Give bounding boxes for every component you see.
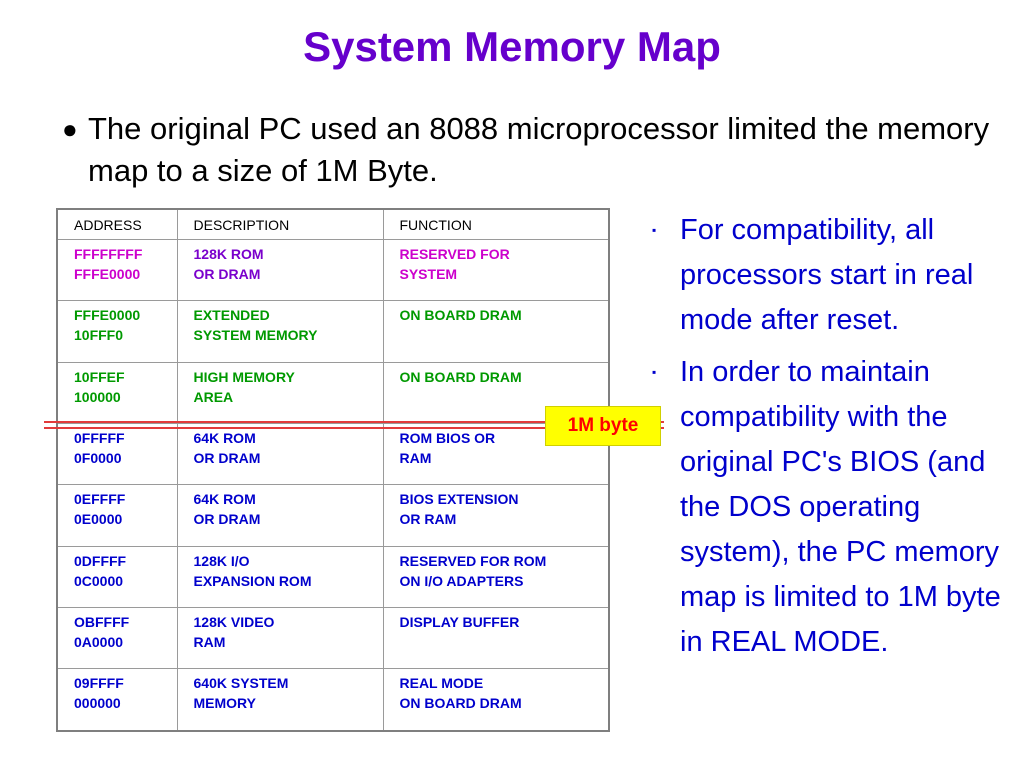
side-note-text: For compatibility, all processors start … [680, 214, 974, 336]
function-cell-line: ROM BIOS OR [399, 430, 496, 447]
address-cell: 0EFFFF 0E0000 [56, 484, 178, 547]
side-note-item: ▪ For compatibility, all processors star… [652, 208, 1012, 343]
function-cell-line: OR RAM [399, 511, 457, 528]
address-cell-line: 0C0000 [74, 572, 124, 589]
description-cell-line: AREA [193, 388, 234, 405]
description-cell-line: MEMORY [193, 695, 256, 712]
description-cell-line: EXPANSION ROM [193, 572, 312, 589]
description-cell: 640K SYSTEM MEMORY [176, 668, 384, 732]
function-cell: BIOS EXTENSION OR RAM [382, 484, 610, 547]
table-row: 10FFEF 100000 HIGH MEMORY AREA ON BOARD DRAM [56, 361, 610, 425]
function-cell-line: RAM [399, 450, 432, 467]
header-address: ADDRESS [56, 208, 178, 240]
bullet-dot-icon: ● [62, 114, 78, 144]
function-cell-line: SYSTEM [399, 266, 458, 282]
function-cell: RESERVED FOR SYSTEM [382, 238, 610, 302]
description-cell-line: OR DRAM [193, 511, 261, 528]
table-row: FFFE0000 10FFF0 EXTENDED SYSTEM MEMORY ON BO… [56, 300, 610, 363]
function-cell-line: DISPLAY BUFFER [399, 614, 520, 631]
intro-bullet: ● The original PC used an 8088 microproc… [62, 108, 992, 192]
function-cell: ON BOARD DRAM [382, 300, 610, 363]
description-cell-line: OR DRAM [193, 450, 261, 467]
description-cell: 64K ROM OR DRAM [176, 423, 384, 486]
intro-bullet-text: The original PC used an 8088 microproces… [88, 111, 990, 188]
address-cell-line: 10FFF0 [74, 327, 124, 344]
function-cell-line [400, 387, 609, 407]
address-cell-line: FFFE0000 [74, 307, 141, 324]
address-cell: FFFFFFFF FFFE0000 [56, 238, 178, 302]
address-cell-line: 000000 [74, 695, 121, 712]
function-cell-line [400, 325, 609, 345]
description-cell: HIGH MEMORY AREA [176, 361, 384, 425]
description-cell: 64K ROM OR DRAM [176, 484, 384, 547]
description-cell-line: EXTENDED [193, 307, 270, 324]
address-cell: FFFE0000 10FFF0 [56, 300, 178, 363]
table-header-row: ADDRESS DESCRIPTION FUNCTION [56, 208, 610, 240]
address-cell-line: FFFFFFFF [74, 246, 143, 262]
address-cell: 09FFFF 000000 [56, 668, 178, 732]
table-row: OBFFFF 0A0000 128K VIDEO RAM DISPLAY BUFFER [56, 607, 610, 670]
function-cell-line: REAL MODE [399, 675, 484, 692]
address-cell-line: 0EFFFF [74, 491, 126, 508]
function-cell: DISPLAY BUFFER [382, 607, 610, 670]
slide-title: System Memory Map [303, 23, 721, 70]
description-cell-line: 64K ROM [193, 491, 256, 508]
function-cell: REAL MODE ON BOARD DRAM [382, 668, 610, 732]
address-cell-line: 09FFFF [74, 675, 124, 692]
function-cell: RESERVED FOR ROM ON I/O ADAPTERS [382, 545, 610, 609]
address-cell: 10FFEF 100000 [56, 361, 178, 425]
description-cell-line: HIGH MEMORY [193, 368, 295, 385]
description-cell: 128K VIDEO RAM [176, 607, 384, 670]
header-function: FUNCTION [382, 208, 610, 240]
address-cell-line: 0A0000 [74, 634, 124, 651]
description-cell-line: 128K I/O [193, 552, 250, 569]
address-cell-line: 0F0000 [74, 450, 122, 467]
description-cell-line: 64K ROM [193, 430, 256, 447]
description-cell: 128K ROM OR DRAM [176, 238, 384, 302]
square-bullet-icon: ▪ [652, 223, 657, 237]
address-cell-line: 0DFFFF [74, 552, 127, 569]
table-row: FFFFFFFF FFFE0000 128K ROM OR DRAM RESERVED … [56, 238, 610, 302]
function-cell-line: RESERVED FOR [399, 246, 510, 262]
address-cell-line: 0FFFFF [74, 430, 125, 447]
function-cell-line: BIOS EXTENSION [399, 491, 519, 508]
address-cell-line: 100000 [74, 388, 121, 405]
address-cell-line: OBFFFF [74, 614, 130, 631]
function-cell-line: ON BOARD DRAM [399, 695, 522, 712]
boundary-badge: 1M byte [545, 406, 661, 446]
function-cell: ROM BIOS OR RAM [382, 423, 610, 486]
table-row: 0EFFFF 0E0000 64K ROM OR DRAM BIOS EXTENSION… [56, 484, 610, 547]
address-cell: 0DFFFF 0C0000 [56, 545, 178, 609]
description-cell-line: OR DRAM [193, 266, 261, 282]
side-note-text: In order to maintain compatibility with … [680, 356, 1001, 658]
description-cell: 128K I/O EXPANSION ROM [176, 545, 384, 609]
side-notes: ▪ For compatibility, all processors star… [652, 208, 1012, 672]
table-row: 0DFFFF 0C0000 128K I/O EXPANSION ROM RESERVE… [56, 545, 610, 609]
description-cell-line: RAM [193, 634, 226, 651]
table-row: 09FFFF 000000 640K SYSTEM MEMORY REAL MODE ON… [56, 668, 610, 732]
table-row: 0FFFFF 0F0000 64K ROM OR DRAM ROM BIOS OR RAM [56, 423, 610, 486]
boundary-line-top [44, 421, 664, 423]
function-cell-line: ON I/O ADAPTERS [399, 572, 524, 589]
function-cell-line [400, 632, 609, 652]
address-cell-line: 0E0000 [74, 511, 123, 528]
address-cell-line: FFFE0000 [74, 266, 141, 282]
address-cell-line: 10FFEF [74, 368, 125, 385]
description-cell-line: 128K VIDEO [193, 614, 275, 631]
square-bullet-icon: ▪ [652, 365, 657, 379]
description-cell-line: 640K SYSTEM [193, 675, 289, 692]
description-cell-line: 128K ROM [193, 246, 264, 262]
side-note-item: ▪ In order to maintain compatibility wit… [652, 350, 1012, 665]
boundary-line-bottom [44, 427, 664, 429]
description-cell: EXTENDED SYSTEM MEMORY [176, 300, 384, 363]
address-cell: 0FFFFF 0F0000 [56, 423, 178, 486]
function-cell-line: RESERVED FOR ROM [399, 552, 547, 569]
function-cell-line: ON BOARD DRAM [399, 307, 522, 324]
description-cell-line: SYSTEM MEMORY [193, 327, 318, 344]
address-cell: OBFFFF 0A0000 [56, 607, 178, 670]
function-cell-line: ON BOARD DRAM [399, 368, 522, 385]
header-description: DESCRIPTION [176, 208, 384, 240]
